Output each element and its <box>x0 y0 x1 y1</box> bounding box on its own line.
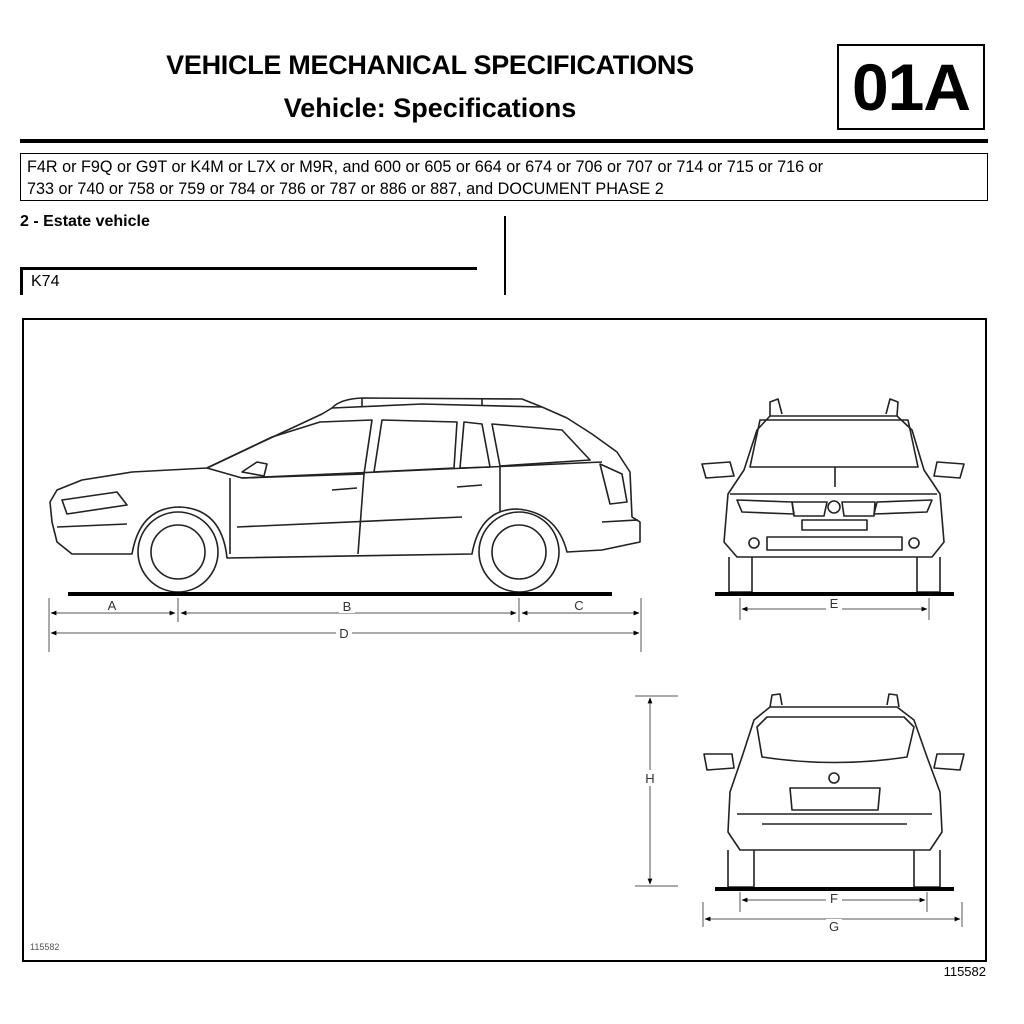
header-divider <box>20 139 988 143</box>
applicability-line-2: 733 or 740 or 758 or 759 or 784 or 786 o… <box>27 180 664 198</box>
dimension-label-h: H <box>645 771 654 786</box>
vehicle-code: K74 <box>31 273 60 290</box>
figure-id-inline: 115582 <box>30 942 60 952</box>
dimension-label-e: E <box>830 596 839 611</box>
applicability-box: F4R or F9Q or G9T or K4M or L7X or M9R, … <box>20 153 988 201</box>
dimension-label-a: A <box>108 598 117 613</box>
column-divider <box>504 216 506 295</box>
dimension-figure: A B C D <box>22 318 987 962</box>
applicability-line-1: F4R or F9Q or G9T or K4M or L7X or M9R, … <box>27 158 824 176</box>
section-code-badge: 01A <box>837 44 985 130</box>
dimension-label-g: G <box>829 919 839 934</box>
vehicle-dimension-diagram: A B C D <box>48 397 965 934</box>
page-title: VEHICLE MECHANICAL SPECIFICATIONS <box>166 50 694 80</box>
figure-id: 115582 <box>943 964 986 979</box>
rear-view-car <box>703 693 965 888</box>
dimension-label-b: B <box>343 599 352 614</box>
side-view-car <box>49 397 641 593</box>
dimension-label-d: D <box>339 626 348 641</box>
section-heading: 2 - Estate vehicle <box>20 213 150 230</box>
front-view-car <box>701 398 965 593</box>
dimension-label-f: F <box>830 891 838 906</box>
dimension-label-c: C <box>574 598 583 613</box>
vehicle-code-bracket <box>20 267 23 295</box>
page-subtitle: Vehicle: Specifications <box>283 93 577 123</box>
vehicle-code-rule <box>20 267 477 270</box>
